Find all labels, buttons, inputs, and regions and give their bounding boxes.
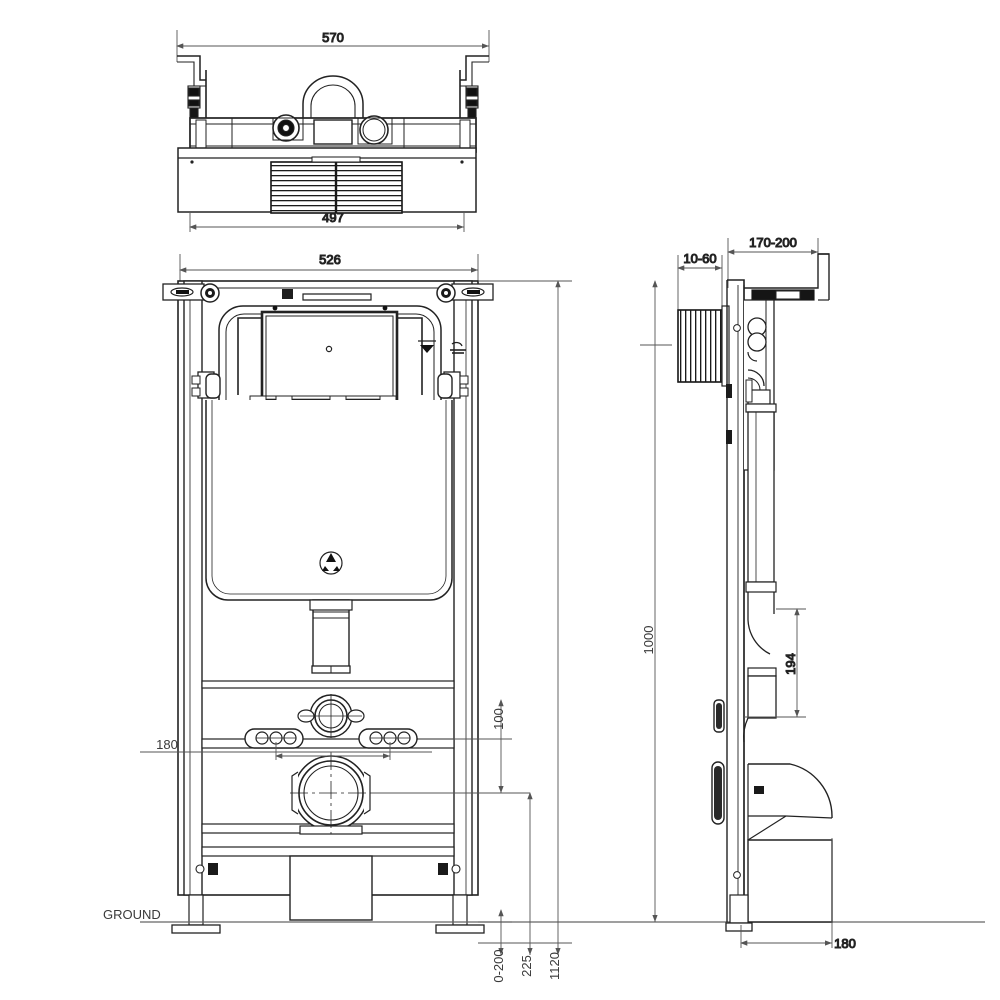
front-wall-anchor-left: [162, 283, 220, 303]
dim-label-526: 526: [319, 252, 341, 267]
side-grille: [677, 305, 730, 387]
dim-194: [744, 608, 806, 718]
front-bolt-plate-right: [358, 728, 418, 749]
front-bolt-plate-left: [244, 728, 304, 749]
front-inlet-valve: [297, 694, 365, 738]
side-soil-elbow: [747, 763, 833, 923]
dim-label-1000: 1000: [641, 626, 656, 655]
top-cistern-body: [189, 114, 477, 153]
dim-180-side: [740, 838, 833, 948]
top-flush-pipe: [302, 75, 364, 126]
side-foot: [725, 894, 753, 932]
side-wall-bracket: [744, 253, 830, 301]
front-flush-pipe: [309, 599, 353, 674]
side-view: 170-200 10-60: [677, 234, 856, 952]
dim-label-570: 570: [322, 30, 344, 45]
dim-label-1120: 1120: [547, 952, 562, 980]
top-grille: [270, 156, 403, 214]
dim-10-60: [677, 255, 723, 310]
front-lower-box: [289, 855, 373, 921]
side-flush-pipe: [743, 411, 777, 743]
dim-label-194: 194: [783, 653, 798, 675]
dim-label-100: 100: [491, 708, 506, 730]
side-frame-profile: [711, 279, 745, 922]
top-view: 570: [176, 29, 490, 232]
dim-label-0-200: 0-200: [491, 949, 506, 982]
front-cistern-tank: [205, 400, 453, 601]
front-soil-outlet: [290, 752, 372, 835]
recycle-icon: [319, 551, 343, 575]
front-foot-right: [435, 863, 485, 934]
dim-label-170-200: 170-200: [749, 235, 797, 250]
ground-label: GROUND: [103, 907, 161, 922]
front-dimension-set: [140, 280, 672, 955]
dim-label-10-60: 10-60: [683, 251, 716, 266]
dim-label-225: 225: [519, 955, 534, 977]
front-wall-anchor-right: [436, 283, 494, 303]
dim-label-497: 497: [322, 210, 344, 225]
dim-label-180-front: 180: [156, 737, 178, 752]
front-view: 526: [162, 251, 494, 934]
dim-497: [189, 213, 465, 232]
front-foot-left: [171, 863, 221, 934]
dim-label-180-side: 180: [834, 936, 856, 951]
